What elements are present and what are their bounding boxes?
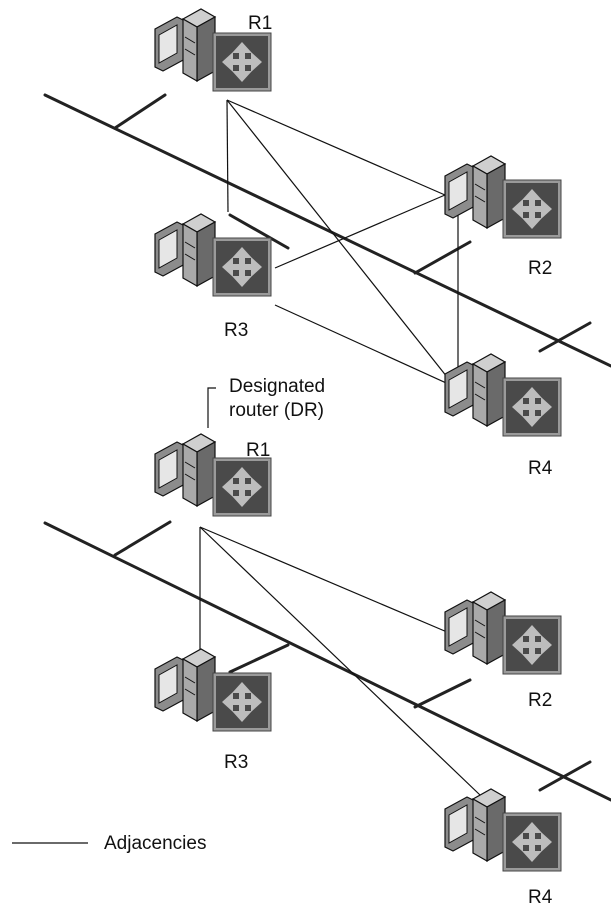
- router-label-r4: R4: [528, 887, 553, 908]
- adjacency-line: [274, 304, 456, 388]
- adjacency-line: [274, 194, 446, 269]
- top-network: R1 R2 R3 R4: [43, 8, 611, 479]
- adjacency-line: [226, 99, 229, 213]
- router-label-r2: R2: [528, 690, 552, 711]
- drop-cable: [228, 213, 290, 250]
- legend: Adjacencies: [12, 833, 206, 854]
- drop-cable: [538, 760, 592, 792]
- adjacency-line: [199, 526, 481, 796]
- router-node-r2: [444, 591, 562, 675]
- drop-cable: [113, 93, 167, 130]
- router-label-r3: R3: [224, 752, 248, 773]
- drop-cable: [413, 240, 472, 275]
- router-label-r2: R2: [528, 258, 552, 279]
- drop-cable: [413, 678, 472, 709]
- network-segment: [43, 521, 611, 802]
- router-node-r4: [444, 353, 562, 437]
- router-label-r4: R4: [528, 458, 553, 479]
- router-label-r3: R3: [224, 320, 248, 341]
- dr-callout-bracket: [207, 387, 216, 428]
- dr-callout-line-2: router (DR): [229, 400, 324, 421]
- bottom-network: Designated router (DR) R1 R2 R3 R4: [43, 376, 611, 908]
- legend-label: Adjacencies: [104, 833, 206, 854]
- router-node-r4: [444, 788, 562, 872]
- adjacency-line: [226, 99, 456, 388]
- adjacency-line: [226, 99, 446, 196]
- drop-cable: [228, 643, 290, 674]
- dr-callout-line-1: Designated: [229, 376, 325, 397]
- network-segment: [43, 93, 611, 368]
- adjacency-line: [199, 526, 448, 633]
- router-label-r1: R1: [246, 440, 270, 461]
- router-node-r3: [154, 213, 272, 297]
- drop-cable: [113, 520, 172, 557]
- router-node-r2: [444, 155, 562, 239]
- router-label-r1: R1: [248, 13, 272, 34]
- drop-cable: [538, 321, 592, 353]
